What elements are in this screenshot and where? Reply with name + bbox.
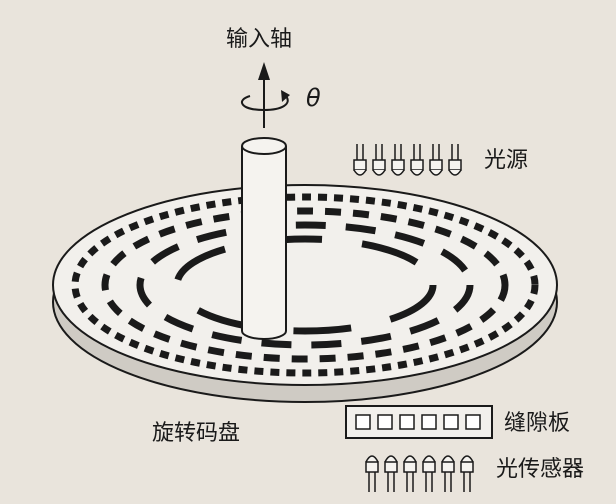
rotation-indicator xyxy=(240,62,290,128)
code-track-outer xyxy=(71,193,539,377)
rotating-disc xyxy=(52,184,558,403)
theta-label: θ xyxy=(306,84,321,112)
rotation-arrow xyxy=(240,95,289,112)
input-shaft xyxy=(241,137,287,340)
axis-arrow-head xyxy=(258,62,270,80)
light-source-led xyxy=(372,144,386,176)
code-track-2 xyxy=(101,207,509,363)
slit-window xyxy=(421,414,437,430)
light-source-led xyxy=(391,144,405,176)
shaft-body xyxy=(242,146,286,331)
code-track-inner xyxy=(173,235,437,335)
photo-sensor xyxy=(403,455,417,492)
photo-sensor-array xyxy=(365,455,474,492)
slit-plate-label: 缝隙板 xyxy=(504,411,570,436)
input-shaft-label: 输入轴 xyxy=(226,27,292,52)
light-source-led xyxy=(429,144,443,176)
slit-window xyxy=(465,414,481,430)
slit-window xyxy=(355,414,371,430)
slit-group xyxy=(355,414,481,430)
light-source-label: 光源 xyxy=(484,148,528,173)
code-track-3 xyxy=(136,221,474,349)
light-source-led xyxy=(410,144,424,176)
slit-window xyxy=(377,414,393,430)
photo-sensor xyxy=(422,455,436,492)
slit-window xyxy=(443,414,459,430)
light-source-array xyxy=(353,144,462,176)
photo-sensor xyxy=(365,455,379,492)
photo-sensor xyxy=(460,455,474,492)
photo-sensor xyxy=(384,455,398,492)
shaft-base xyxy=(241,330,287,340)
light-source-led xyxy=(448,144,462,176)
shaft-top xyxy=(241,137,287,155)
slit-plate xyxy=(345,405,493,439)
disc-face xyxy=(52,184,558,386)
photo-sensor xyxy=(441,455,455,492)
slit-window xyxy=(399,414,415,430)
rotation-arrow-head xyxy=(281,90,290,102)
photo-sensor-label: 光传感器 xyxy=(496,457,584,482)
light-source-led xyxy=(353,144,367,176)
rotating-disc-label: 旋转码盘 xyxy=(152,421,240,446)
